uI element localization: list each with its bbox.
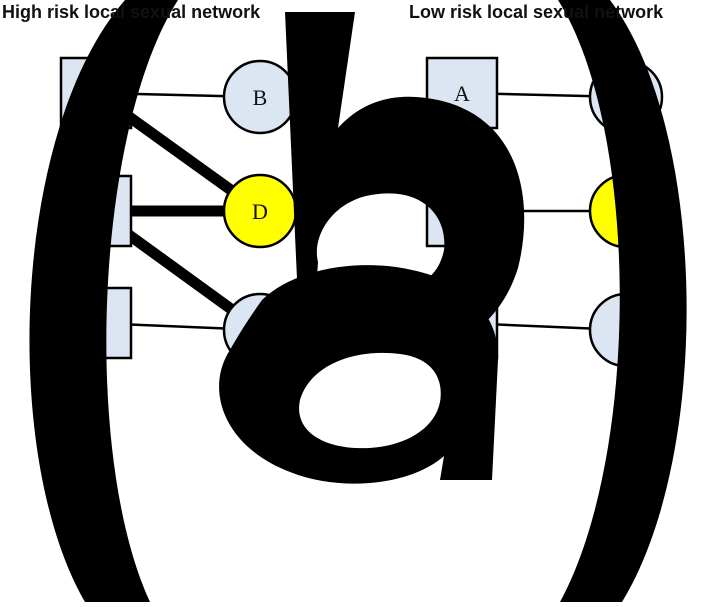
overlay-letter-b [285, 12, 525, 346]
node-label-b: B [253, 85, 268, 110]
overlay-left-paren [29, 0, 178, 602]
panel-title-high-risk: High risk local sexual network [2, 2, 261, 22]
panel-title-low-risk: Low risk local sexual network [409, 2, 664, 22]
overlay-letter-glyph [29, 0, 687, 602]
overlay-right-paren [558, 0, 687, 602]
node-label-d: D [252, 199, 268, 224]
node-label-a: A [454, 81, 470, 106]
overlay-letter-a [219, 265, 499, 484]
